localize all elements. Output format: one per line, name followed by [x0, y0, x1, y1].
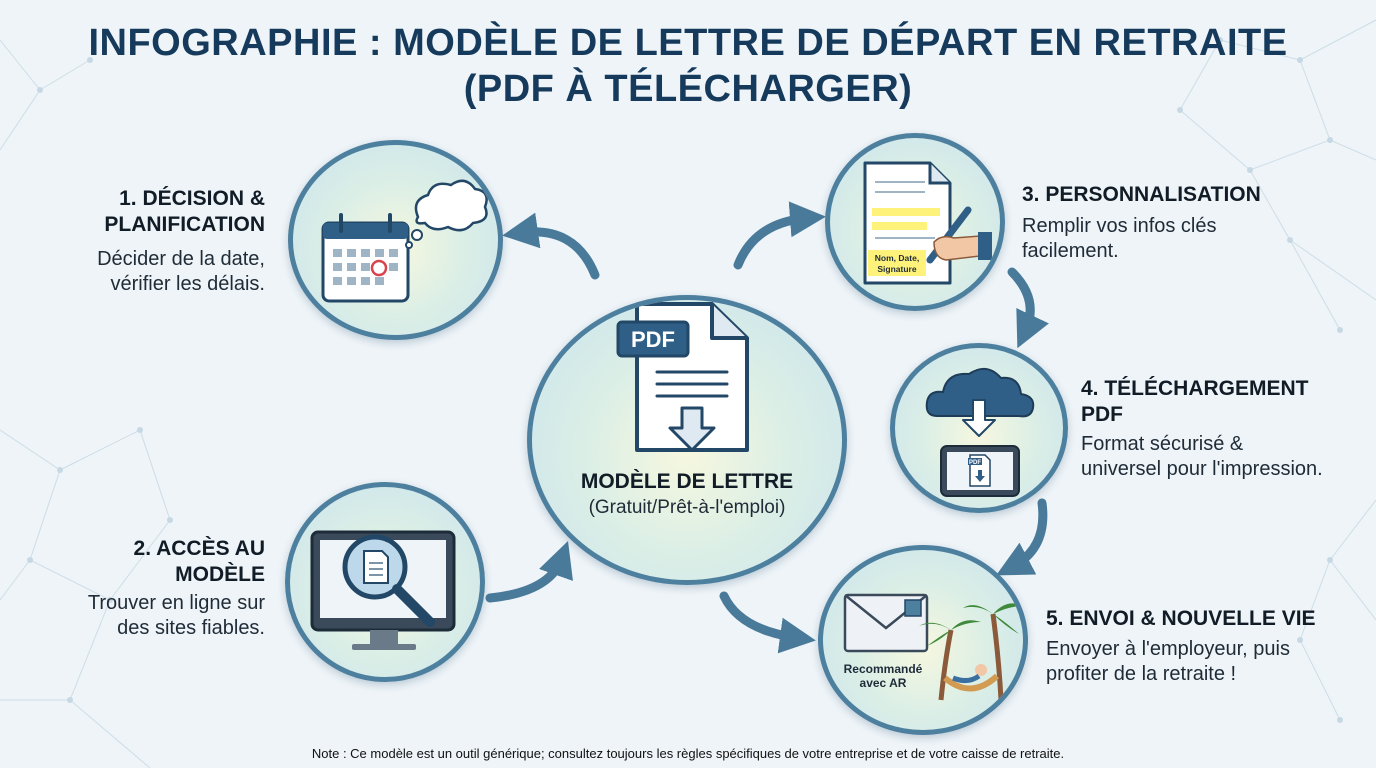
step-5-circle: Recommandé avec AR	[818, 545, 1028, 735]
step-4-description: Format sécurisé & universel pour l'impre…	[1081, 433, 1323, 480]
step-3-description: Remplir vos infos clés facilement.	[1022, 215, 1217, 262]
step-1-description: Décider de la date, vérifier les délais.	[97, 248, 265, 295]
step-1-circle	[288, 140, 503, 340]
step-5-description: Envoyer à l'employeur, puis profiter de …	[1046, 638, 1290, 685]
calendar-thought-icon	[321, 179, 488, 303]
center-subtitle: (Gratuit/Prêt-à-l'emploi)	[588, 497, 786, 518]
svg-text:Signature: Signature	[877, 264, 916, 274]
step-3-circle: Nom, Date, Signature	[825, 133, 1005, 311]
step-5-title: 5. ENVOI & NOUVELLE VIE	[1046, 607, 1316, 630]
cloud-download-tablet-icon: PDF	[925, 367, 1035, 497]
page-title: INFOGRAPHIE : MODÈLE DE LETTRE DE DÉPART…	[0, 20, 1376, 112]
page-title-line-2: (PDF À TÉLÉCHARGER)	[463, 68, 913, 110]
document-pen-icon: Nom, Date, Signature	[863, 161, 992, 285]
envelope-hammock-icon: Recommandé avec AR	[844, 593, 1023, 701]
footer-note: Note : Ce modèle est un outil générique;…	[311, 746, 1065, 761]
pdf-download-icon: PDF	[616, 302, 749, 452]
step-4-circle: PDF	[890, 343, 1068, 513]
step-2-circle	[285, 482, 485, 682]
step-3-title: 3. PERSONNALISATION	[1022, 183, 1261, 206]
svg-text:Recommandé: Recommandé	[844, 662, 923, 676]
svg-text:Nom, Date,: Nom, Date,	[875, 253, 919, 263]
step-1-title: 1. DÉCISION & PLANIFICATION	[104, 187, 265, 236]
svg-text:avec AR: avec AR	[860, 676, 907, 690]
step-4-title: 4. TÉLÉCHARGEMENT PDF	[1081, 377, 1309, 426]
step-2-description: Trouver en ligne sur des sites fiables.	[87, 592, 265, 639]
pdf-badge-label: PDF	[631, 327, 675, 352]
center-circle: PDF	[527, 295, 847, 585]
step-2-title: 2. ACCÈS AU MODÈLE	[133, 537, 265, 586]
svg-text:PDF: PDF	[969, 460, 981, 466]
page-title-line-1: INFOGRAPHIE : MODÈLE DE LETTRE DE DÉPART…	[88, 22, 1288, 64]
center-title: MODÈLE DE LETTRE	[580, 470, 794, 493]
monitor-magnifier-icon	[310, 530, 456, 650]
